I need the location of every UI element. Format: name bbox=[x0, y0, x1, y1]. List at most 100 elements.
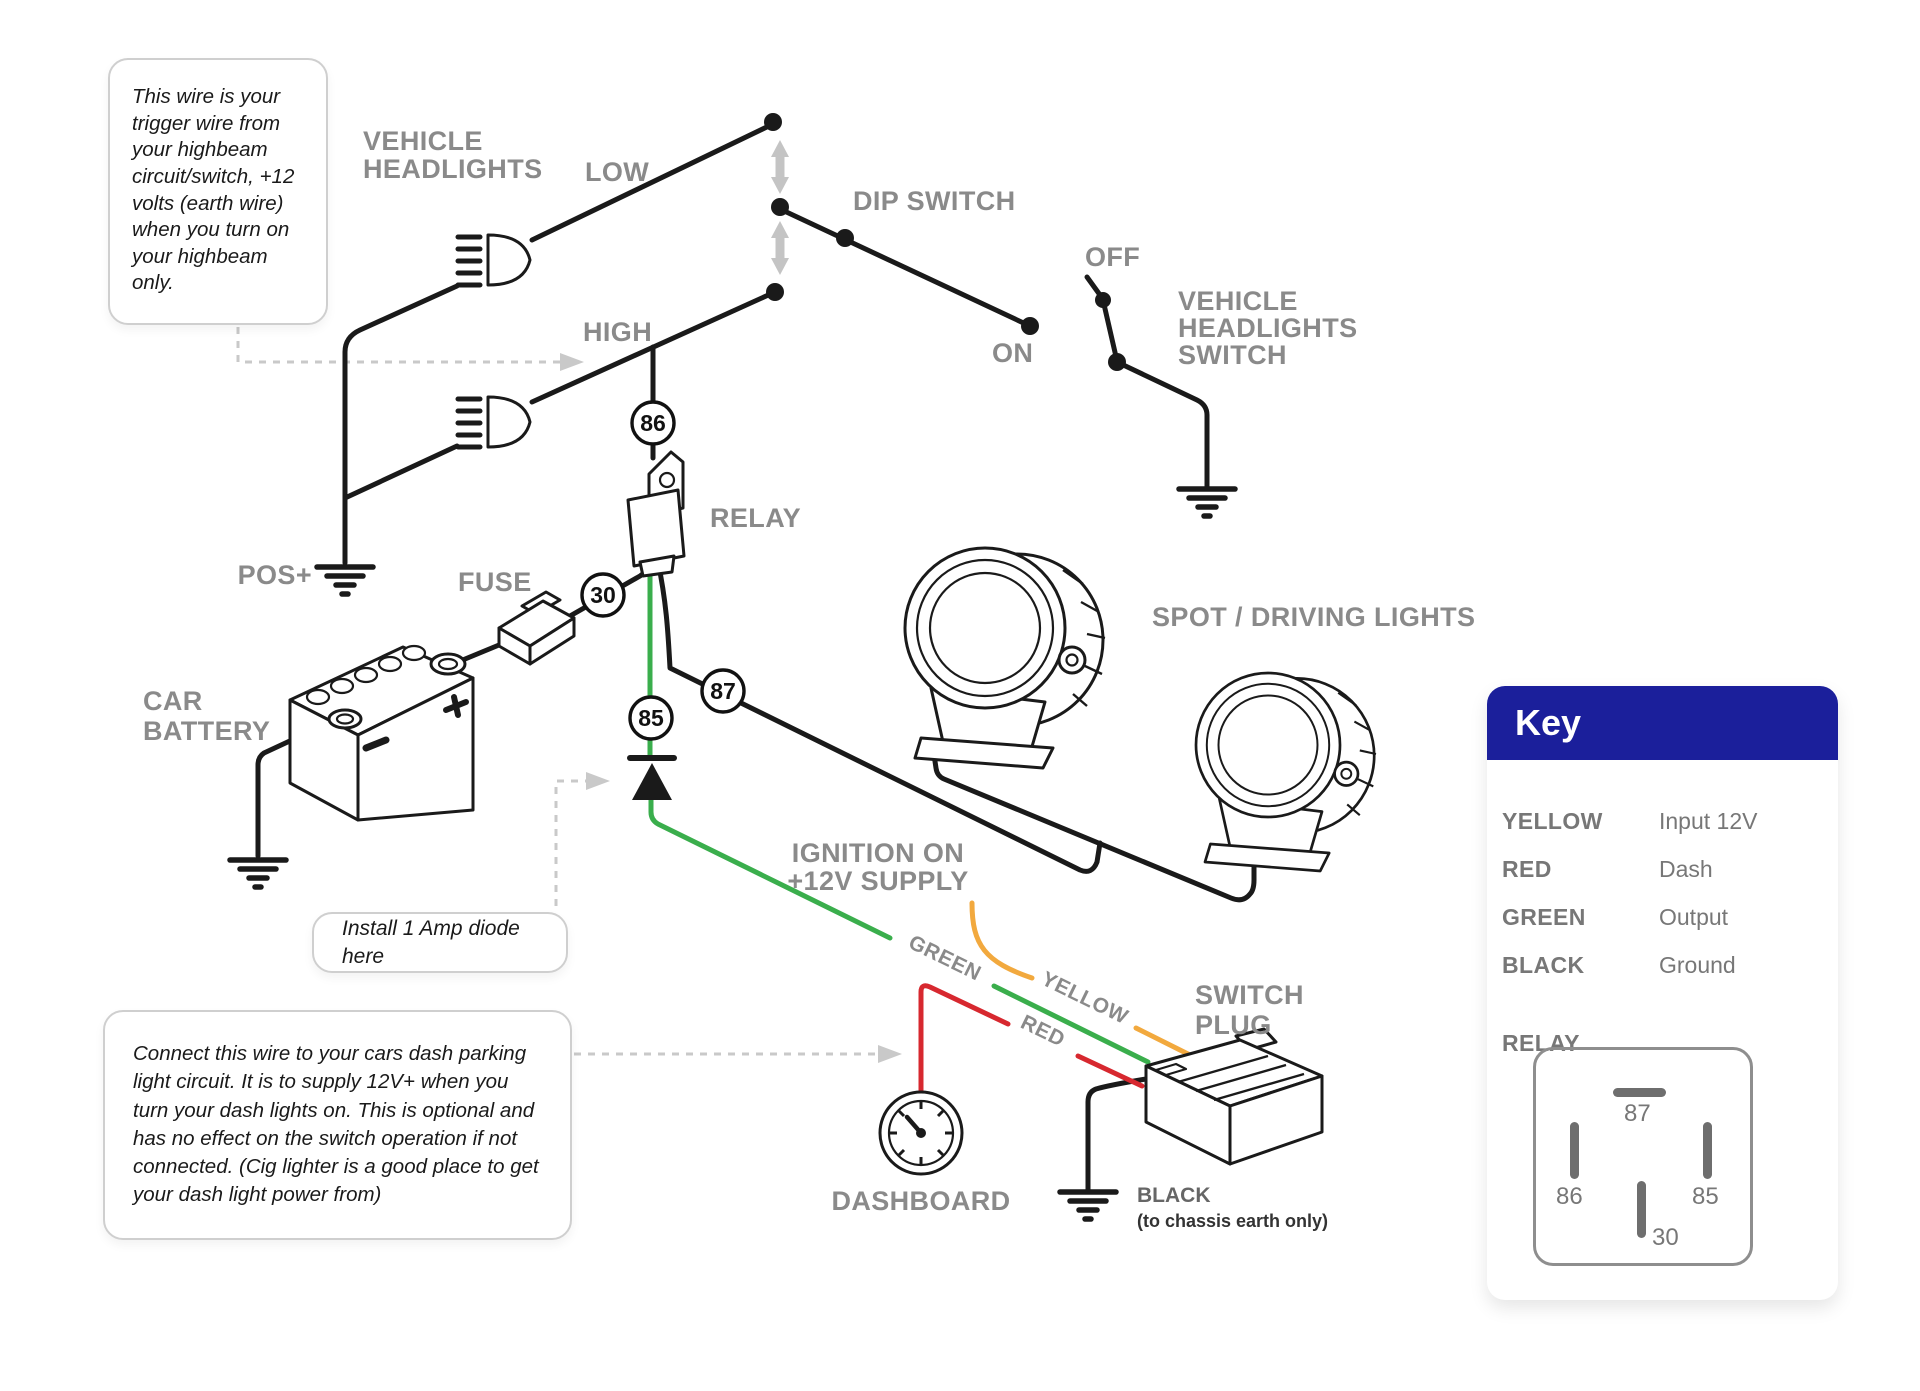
terminal-87-label: 87 bbox=[710, 678, 736, 704]
battery-ground-icon bbox=[230, 860, 286, 887]
low-beam-wire-right bbox=[529, 121, 776, 243]
relay-terminal-85: 85 bbox=[628, 695, 674, 741]
dip-switch-lever bbox=[777, 206, 1033, 329]
red-dash-wire bbox=[918, 983, 1011, 1095]
low-label: LOW bbox=[585, 157, 649, 187]
key-color-black: BLACK bbox=[1502, 952, 1585, 978]
pin-85 bbox=[1703, 1122, 1712, 1179]
key-color-red: RED bbox=[1502, 856, 1552, 882]
key-title: Key bbox=[1487, 686, 1838, 760]
yellow-wire-label: YELLOW bbox=[1038, 967, 1132, 1029]
key-row-red: RED Dash bbox=[1502, 856, 1838, 883]
relay-icon bbox=[626, 450, 686, 578]
key-color-green: GREEN bbox=[1502, 904, 1586, 930]
ignition-label-1: IGNITION ON bbox=[792, 838, 964, 868]
battery-minus-sign bbox=[362, 736, 390, 752]
chassis-ground-icon bbox=[1060, 1192, 1116, 1219]
vehicle-headlights-label-2: HEADLIGHTS bbox=[363, 154, 543, 184]
off-label: OFF bbox=[1085, 242, 1140, 272]
diode-callout: Install 1 Amp diode here bbox=[312, 912, 568, 973]
vhs-label-2: HEADLIGHTS bbox=[1178, 313, 1358, 343]
battery-plus-sign bbox=[443, 694, 469, 718]
car-battery-label-2: BATTERY bbox=[143, 716, 270, 746]
pin-87-label: 87 bbox=[1624, 1100, 1651, 1127]
terminal-86-label: 86 bbox=[640, 410, 666, 436]
dip-arrow-up bbox=[771, 140, 789, 194]
pos-ground-icon bbox=[317, 567, 373, 594]
annotation-arrows bbox=[236, 327, 902, 1063]
car-battery-label-1: CAR bbox=[143, 686, 203, 716]
key-desc-red: Dash bbox=[1659, 856, 1713, 882]
vhs-label-1: VEHICLE bbox=[1178, 286, 1298, 316]
spot-light-left bbox=[903, 546, 1107, 770]
dip-arrow-down bbox=[771, 221, 789, 275]
battery-negative-wire bbox=[255, 716, 340, 859]
high-beam-headlight-icon bbox=[458, 397, 530, 447]
diode-icon bbox=[627, 755, 677, 800]
key-desc-black: Ground bbox=[1659, 952, 1736, 978]
pin-30-label: 30 bbox=[1652, 1224, 1679, 1251]
fuse-label: FUSE bbox=[458, 567, 532, 597]
headlight-switch-ground-wire bbox=[1114, 359, 1210, 490]
pin-30 bbox=[1637, 1181, 1646, 1238]
switch-pivot-dot bbox=[1108, 353, 1126, 371]
relay-terminal-87: 87 bbox=[700, 668, 746, 714]
on-label: ON bbox=[992, 338, 1033, 368]
diagram-labels: VEHICLE HEADLIGHTS LOW HIGH DIP SWITCH O… bbox=[143, 126, 1475, 1231]
green-output-wire bbox=[648, 797, 893, 941]
vhs-label-3: SWITCH bbox=[1178, 340, 1287, 370]
pin-85-label: 85 bbox=[1692, 1183, 1719, 1210]
switch-plug-label-2: PLUG bbox=[1195, 1010, 1272, 1040]
pin-86 bbox=[1570, 1122, 1579, 1179]
vehicle-headlights-label-1: VEHICLE bbox=[363, 126, 483, 156]
key-row-yellow: YELLOW Input 12V bbox=[1502, 808, 1838, 835]
junction-dots bbox=[764, 113, 1126, 371]
key-row-green: GREEN Output bbox=[1502, 904, 1838, 931]
key-desc-green: Output bbox=[1659, 904, 1729, 930]
ignition-label-2: +12V SUPPLY bbox=[787, 866, 968, 896]
relay-label: RELAY bbox=[710, 503, 801, 533]
on-contact-dot bbox=[1021, 317, 1039, 335]
dash-callout-text: Connect this wire to your cars dash park… bbox=[133, 1042, 539, 1207]
pin-86-label: 86 bbox=[1556, 1183, 1583, 1210]
lever-pivot-dot bbox=[836, 229, 854, 247]
trigger-callout-arrow bbox=[236, 327, 584, 371]
switch-plug-icon bbox=[1144, 1027, 1324, 1166]
red-dash-wire-2 bbox=[1075, 1053, 1145, 1089]
yellow-input-wire bbox=[969, 900, 1035, 981]
dashboard-label: DASHBOARD bbox=[831, 1186, 1010, 1216]
key-panel: Key YELLOW Input 12V RED Dash GREEN Outp… bbox=[1487, 686, 1838, 1300]
key-desc-yellow: Input 12V bbox=[1659, 808, 1758, 834]
trigger-wire-callout: This wire is your trigger wire from your… bbox=[108, 58, 328, 325]
high-label: HIGH bbox=[583, 317, 652, 347]
relay-terminal-86: 86 bbox=[630, 400, 676, 446]
headlight-switch-lever bbox=[1100, 297, 1120, 364]
spotlights-link-wire bbox=[930, 745, 1257, 903]
headlight-switch-stub bbox=[1084, 274, 1103, 298]
off-contact-dot bbox=[1095, 292, 1111, 308]
trigger-callout-text: This wire is your trigger wire from your… bbox=[132, 85, 295, 295]
spot-light-right bbox=[1194, 671, 1378, 873]
key-row-black: BLACK Ground bbox=[1502, 952, 1838, 979]
relay-pinout-diagram: 87 86 85 30 bbox=[1533, 1047, 1753, 1266]
yellow-input-wire-2 bbox=[1133, 1025, 1195, 1059]
dip-common-dot bbox=[771, 198, 789, 216]
dash-light-callout: Connect this wire to your cars dash park… bbox=[103, 1010, 572, 1240]
colored-wires bbox=[647, 559, 1195, 1095]
switch-plug-label-1: SWITCH bbox=[1195, 980, 1304, 1010]
black-wire-label: BLACK bbox=[1137, 1184, 1211, 1207]
low-beam-headlight-icon bbox=[458, 235, 530, 285]
spot-driving-lights-label: SPOT / DRIVING LIGHTS bbox=[1152, 602, 1475, 632]
switch-ground-icon bbox=[1179, 489, 1235, 516]
high-contact-dot bbox=[766, 283, 784, 301]
pos-label: POS+ bbox=[238, 560, 312, 590]
low-beam-wire-to-pos bbox=[342, 283, 460, 566]
pin-87 bbox=[1613, 1088, 1666, 1097]
relay-terminal-30: 30 bbox=[580, 572, 626, 618]
green-wire-label: GREEN bbox=[905, 931, 985, 986]
key-rows: YELLOW Input 12V RED Dash GREEN Output B… bbox=[1487, 760, 1838, 979]
key-color-yellow: YELLOW bbox=[1502, 808, 1603, 834]
relay-87-output-wire bbox=[655, 559, 1103, 874]
